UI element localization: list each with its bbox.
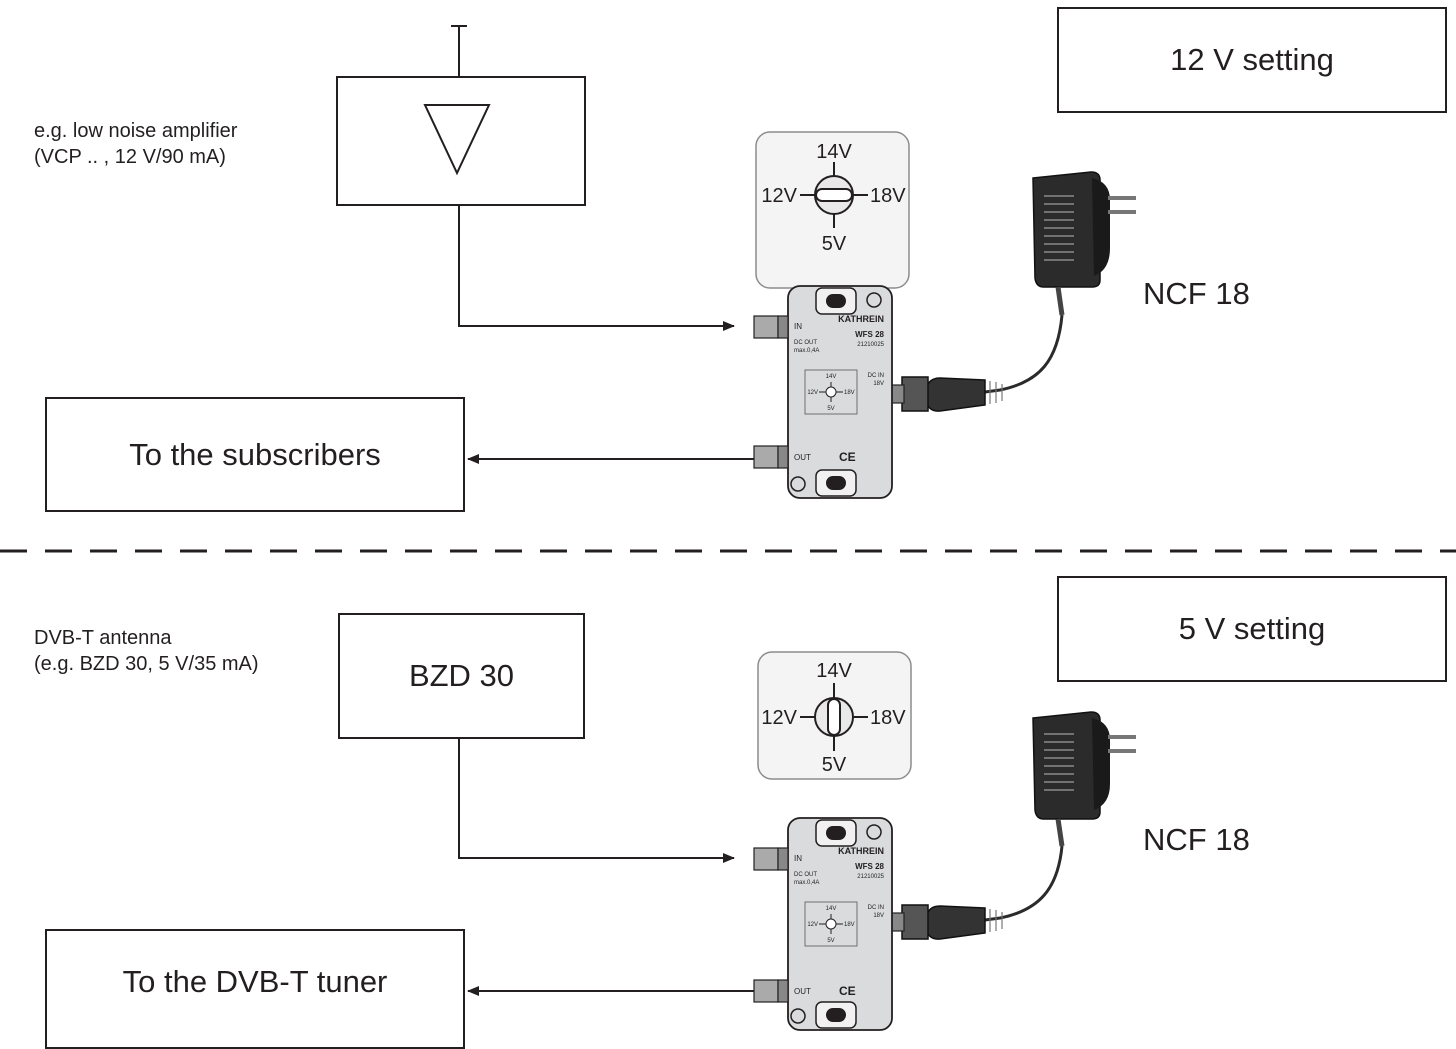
device-wfs28: IN KATHREIN WFS 28 21210025 DC OUT max.0… (753, 285, 893, 499)
device-part-number: 21210025 (857, 342, 884, 348)
device-in-label: IN (794, 322, 802, 331)
dial-knob (815, 188, 853, 202)
amplifier-triangle-icon (423, 104, 491, 176)
device-dc-out-max: max.0,4A (794, 880, 819, 886)
antenna-label: BZD 30 (408, 658, 515, 693)
device-out-label: OUT (794, 987, 811, 996)
power-supply-icon (885, 171, 1136, 412)
amplifier-note: e.g. low noise amplifier (VCP .. , 12 V/… (34, 118, 237, 170)
device-wfs28: IN KATHREIN WFS 28 21210025 DC OUT max.0… (753, 817, 893, 1031)
device-dial-18v: 18V (844, 922, 855, 928)
dial-label-12v: 12V (761, 185, 797, 207)
device-dc-in: DC IN (868, 905, 884, 911)
dial-callout: 14V 12V 18V 5V (755, 131, 910, 289)
antenna-note: DVB-T antenna (e.g. BZD 30, 5 V/35 mA) (34, 625, 259, 677)
signal-line-in (458, 205, 735, 331)
device-brand: KATHREIN (838, 314, 884, 324)
device-dial-5v: 5V (827, 938, 834, 944)
device-dial-14v: 14V (826, 374, 837, 380)
power-supply-icon (885, 711, 1136, 940)
device-model: WFS 28 (855, 862, 884, 871)
dial-callout: 14V 12V 18V 5V (757, 651, 912, 780)
device-ce-mark: CE (839, 450, 856, 464)
device-dc-out: DC OUT (794, 340, 817, 346)
device-dc-in-voltage: 18V (873, 913, 884, 919)
device-dial-5v: 5V (827, 406, 834, 412)
amplifier-note-line1: e.g. low noise amplifier (34, 120, 238, 142)
subscribers-label: To the subscribers (129, 436, 381, 472)
device-dc-in: DC IN (868, 373, 884, 379)
setting-label: 5 V setting (1178, 611, 1326, 646)
bottom-section: 14V 12V 18V 5V (458, 651, 1136, 1031)
setting-box-12v: 12 V setting (1057, 7, 1447, 113)
psu-label: NCF 18 (1143, 822, 1250, 857)
device-part-number: 21210025 (857, 874, 884, 880)
device-dc-out: DC OUT (794, 872, 817, 878)
amplifier-note-line2: (VCP .. , 12 V/90 mA) (34, 146, 226, 168)
amplifier-box (336, 76, 586, 206)
dial-label-14v: 14V (816, 660, 852, 682)
device-dial-12v: 12V (807, 390, 818, 396)
dial-label-18v: 18V (870, 185, 906, 207)
antenna-box: BZD 30 (338, 613, 585, 739)
device-dial-12v: 12V (807, 922, 818, 928)
device-brand: KATHREIN (838, 846, 884, 856)
device-dc-in-voltage: 18V (873, 381, 884, 387)
top-section: 14V 12V 18V 5V (336, 25, 1136, 499)
dial-label-18v: 18V (870, 707, 906, 729)
dial-knob (827, 698, 841, 736)
power-cable (984, 845, 1064, 922)
setting-box-5v: 5 V setting (1057, 576, 1447, 682)
psu-label: NCF 18 (1143, 276, 1250, 311)
power-cable (984, 314, 1064, 394)
dial-label-5v: 5V (822, 233, 847, 255)
dial-label-14v: 14V (816, 141, 852, 163)
device-model: WFS 28 (855, 330, 884, 339)
device-dc-out-max: max.0,4A (794, 348, 819, 354)
device-in-label: IN (794, 854, 802, 863)
device-dial-14v: 14V (826, 906, 837, 912)
dial-label-12v: 12V (761, 707, 797, 729)
device-out-label: OUT (794, 453, 811, 462)
dial-label-5v: 5V (822, 754, 847, 776)
device-dial-18v: 18V (844, 390, 855, 396)
antenna-note-line2: (e.g. BZD 30, 5 V/35 mA) (34, 653, 259, 675)
setting-label: 12 V setting (1170, 42, 1334, 77)
device-ce-mark: CE (839, 984, 856, 998)
signal-line-in (458, 738, 735, 863)
tuner-box: To the DVB-T tuner (45, 929, 465, 1049)
tuner-label: To the DVB-T tuner (122, 964, 388, 999)
subscribers-box: To the subscribers (45, 397, 465, 512)
antenna-note-line1: DVB-T antenna (34, 627, 172, 649)
